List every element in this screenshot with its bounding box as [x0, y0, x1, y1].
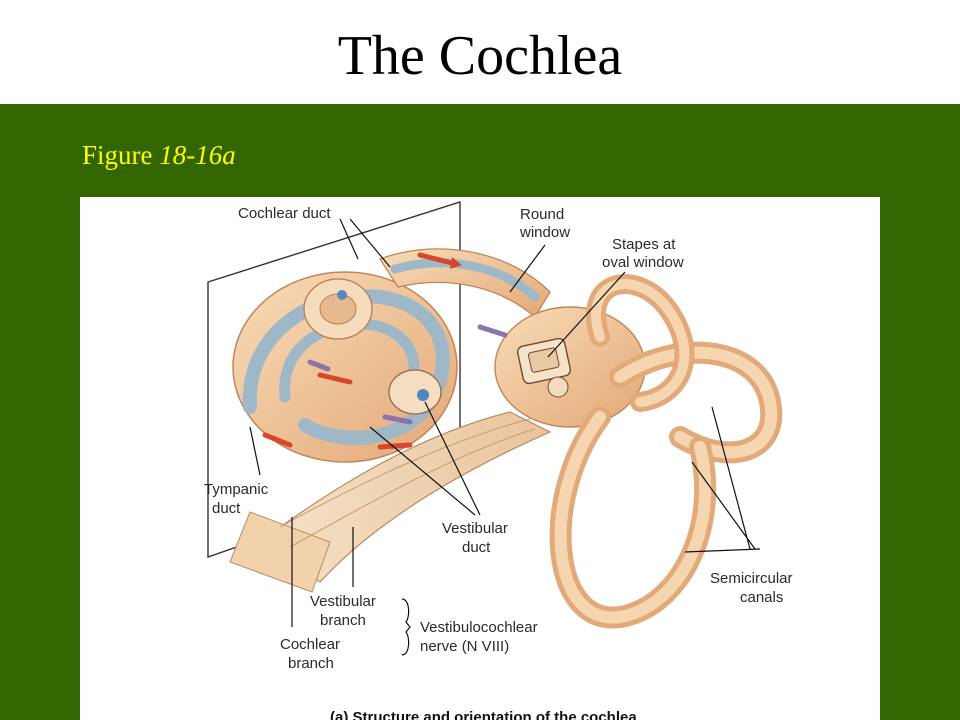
leader-tympanic	[249, 426, 261, 476]
nerve-trunk	[229, 511, 331, 593]
label-nerve-1: Vestibulocochlear	[420, 619, 538, 636]
tympanic-duct-coil	[242, 289, 450, 445]
label-semicircular-1: Semicircular	[710, 570, 793, 587]
fluid-flow-arrows-purple	[307, 324, 508, 425]
label-cochlear-branch-2: branch	[288, 655, 334, 672]
leader-stapes	[547, 271, 626, 358]
vestibular-duct-coil	[279, 318, 420, 403]
fluid-flow-arrows-red	[262, 252, 462, 450]
label-vestibular-duct-1: Vestibular	[442, 520, 508, 537]
label-round-window-2: window	[519, 224, 570, 241]
label-cochlear-duct: Cochlear duct	[238, 205, 331, 222]
label-stapes-2: oval window	[602, 254, 684, 271]
figure-word: Figure	[82, 140, 153, 170]
figure-number: 18-16a	[159, 140, 236, 170]
label-vestibular-branch-2: branch	[320, 612, 366, 629]
label-cochlear-branch-1: Cochlear	[280, 636, 340, 653]
label-nerve-2: nerve (N VIII)	[420, 638, 509, 655]
label-tympanic-1: Tympanic	[204, 481, 269, 498]
slide-title: The Cochlea	[337, 25, 623, 87]
label-semicircular-2: canals	[740, 589, 783, 606]
label-vestibular-branch-1: Vestibular	[310, 593, 376, 610]
cochlea-diagram-svg: Cochlear duct Round window Stapes at ova…	[204, 201, 793, 720]
cochlea-cross-section	[388, 369, 442, 415]
leader-vestibular-duct	[369, 401, 481, 516]
cochlea-illustration: Cochlear duct Round window Stapes at ova…	[80, 197, 880, 720]
leader-semicircular	[684, 406, 761, 553]
vestibulocochlear-nerve	[258, 411, 552, 583]
leader-round-window	[509, 244, 546, 293]
label-stapes-1: Stapes at	[612, 236, 676, 253]
figure-reference: Figure 18-16a	[82, 142, 236, 169]
label-vestibular-duct-2: duct	[462, 539, 491, 556]
title-bar	[0, 0, 960, 104]
label-tympanic-2: duct	[212, 500, 241, 517]
label-round-window-1: Round	[520, 206, 564, 223]
figure-caption: (a) Structure and orientation of the coc…	[330, 709, 637, 720]
leader-cochlear-duct	[339, 218, 391, 268]
nerve-bracket	[401, 598, 411, 656]
